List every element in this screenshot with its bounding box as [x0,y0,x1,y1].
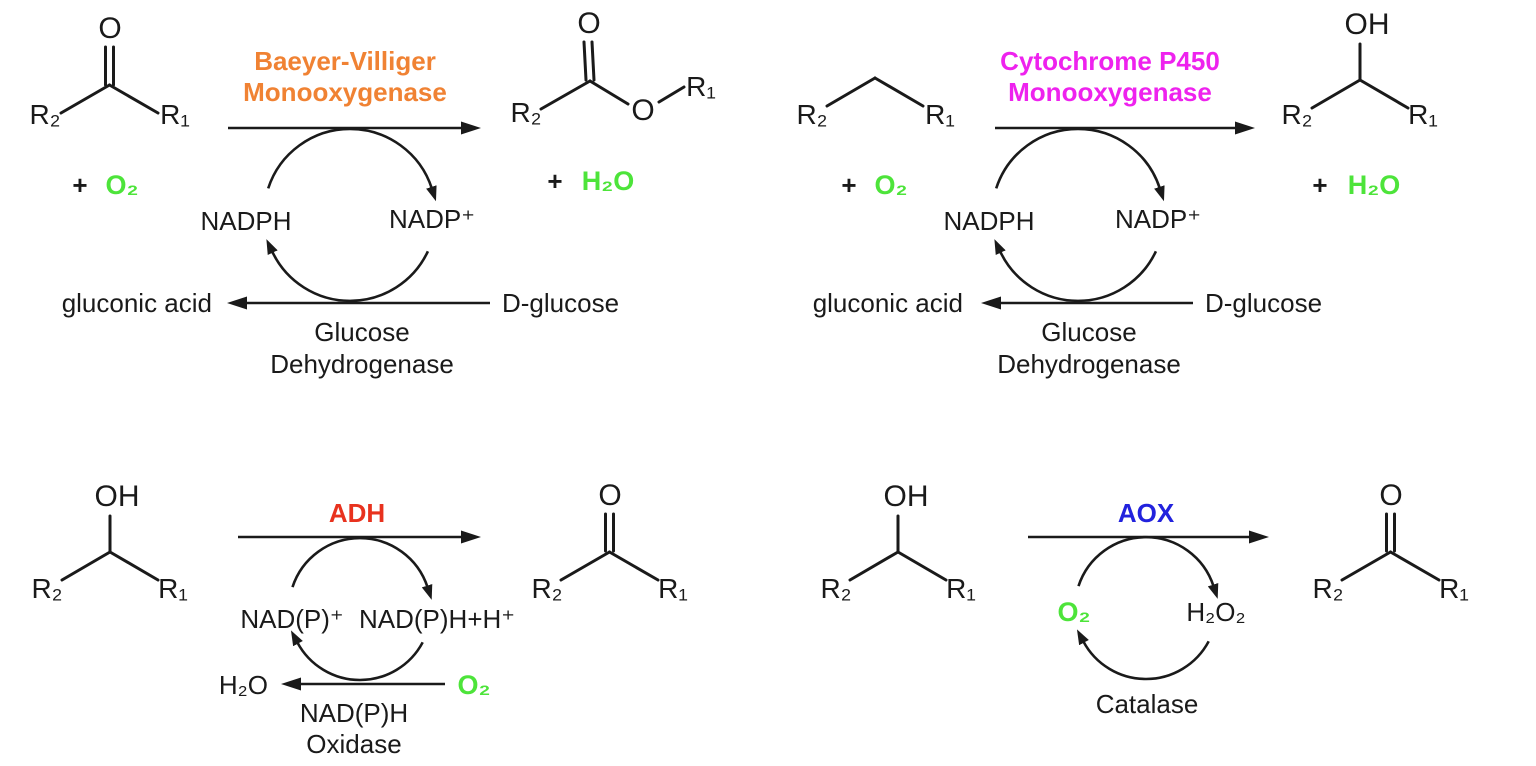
ester-o-label: O [631,94,654,127]
nadph-label: NADPH [943,206,1034,236]
cycle-arc-top [291,536,433,600]
carbonyl-o-label: O [1379,479,1402,512]
nadp-label: NADP⁺ [1115,204,1201,234]
r2-label: R₂ [510,97,541,128]
enzyme-name: AOX [1118,498,1175,528]
hydroxyl-label: OH [95,480,140,513]
scheme-adh: OH R₂ R₁ ADH NAD(P)⁺ NAD(P)H+H⁺ H₂O O₂ N… [31,479,687,759]
r2-label: R₂ [531,573,562,604]
glucose-dehydrogenase-line2: Dehydrogenase [997,349,1181,379]
r1-label: R₁ [158,573,188,604]
r2-label: R₂ [31,573,62,604]
bond [848,550,900,582]
scheme-cytochrome-p450: R₂ R₁ + O₂ Cytochrome P450 Monooxygenase… [796,8,1437,379]
bond [539,79,592,111]
plus-sign: + [547,166,562,196]
bond [59,83,111,115]
r1-label: R₁ [1408,99,1438,130]
r2-label: R₂ [29,99,60,130]
r2-label: R₂ [796,99,827,130]
nadp-label: NADP⁺ [389,204,475,234]
bond [896,550,948,582]
bond [588,79,630,106]
nadph-oxidase-line1: NAD(P)H [300,698,408,728]
scheme-aox: OH R₂ R₁ AOX O₂ H₂O₂ Catalase O R₂ R₁ [820,479,1468,719]
bond [657,85,686,104]
bond [1389,550,1441,582]
r1-label: R₁ [946,573,976,604]
oxygen-molecule: O₂ [1058,597,1091,627]
bond [825,76,877,108]
gluconic-acid-label: gluconic acid [813,288,963,318]
oxygen-molecule: O₂ [458,670,491,700]
d-glucose-label: D-glucose [502,288,619,318]
enzyme-name-line2: Monooxygenase [1008,77,1212,107]
hydroxyl-label: OH [884,480,929,513]
enzyme-name-line1: Cytochrome P450 [1000,46,1220,76]
oxygen-molecule: O₂ [106,170,139,200]
water-molecule: H₂O [1348,170,1401,200]
nadph-reduced-label: NAD(P)H+H⁺ [359,604,515,634]
catalase-label: Catalase [1096,689,1199,719]
d-glucose-label: D-glucose [1205,288,1322,318]
plus-sign: + [841,170,856,200]
r1-label: R₁ [160,99,190,130]
water-label: H₂O [219,670,268,700]
nadp-oxidized-label: NAD(P)⁺ [240,604,343,634]
bond [60,550,112,582]
r2-label: R₂ [1281,99,1312,130]
scheme-baeyer-villiger: O R₂ R₁ + O₂ Baeyer-Villiger Monooxygena… [29,7,715,379]
nadph-label: NADPH [200,206,291,236]
bond [108,83,160,115]
glucose-dehydrogenase-line2: Dehydrogenase [270,349,454,379]
hydroxyl-label: OH [1345,8,1390,41]
nadph-oxidase-line2: Oxidase [306,729,401,759]
bond [559,550,611,582]
hydrogen-peroxide-label: H₂O₂ [1186,597,1245,627]
cycle-arc-top [1077,535,1219,599]
water-molecule: H₂O [582,166,635,196]
carbonyl-o-label: O [98,12,121,45]
bond [108,550,160,582]
double-bond-line [582,40,588,82]
carbonyl-o-label: O [577,7,600,40]
cycle-arc-bottom [290,630,424,682]
bond [1358,78,1410,110]
oxygen-molecule: O₂ [875,170,908,200]
bond [608,550,660,582]
bond [1310,78,1362,110]
cycle-arc-top [994,127,1165,202]
r1-label: R₁ [1439,573,1469,604]
cycle-arc-bottom [994,239,1158,303]
r1-label: R₁ [686,71,716,102]
bond [873,76,925,108]
r2-label: R₂ [820,573,851,604]
carbonyl-o-label: O [598,479,621,512]
enzyme-name: ADH [329,498,385,528]
plus-sign: + [72,170,87,200]
cycle-arc-top [266,127,437,202]
glucose-dehydrogenase-line1: Glucose [314,317,409,347]
gluconic-acid-label: gluconic acid [62,288,212,318]
r1-label: R₁ [925,99,955,130]
r1-label: R₁ [658,573,688,604]
plus-sign: + [1312,170,1327,200]
glucose-dehydrogenase-line1: Glucose [1041,317,1136,347]
enzyme-name-line2: Monooxygenase [243,77,447,107]
cycle-arc-bottom [1076,629,1210,681]
cycle-arc-bottom [266,239,430,303]
enzyme-name-line1: Baeyer-Villiger [254,46,436,76]
r2-label: R₂ [1312,573,1343,604]
bond [1340,550,1392,582]
double-bond-line [590,40,596,82]
